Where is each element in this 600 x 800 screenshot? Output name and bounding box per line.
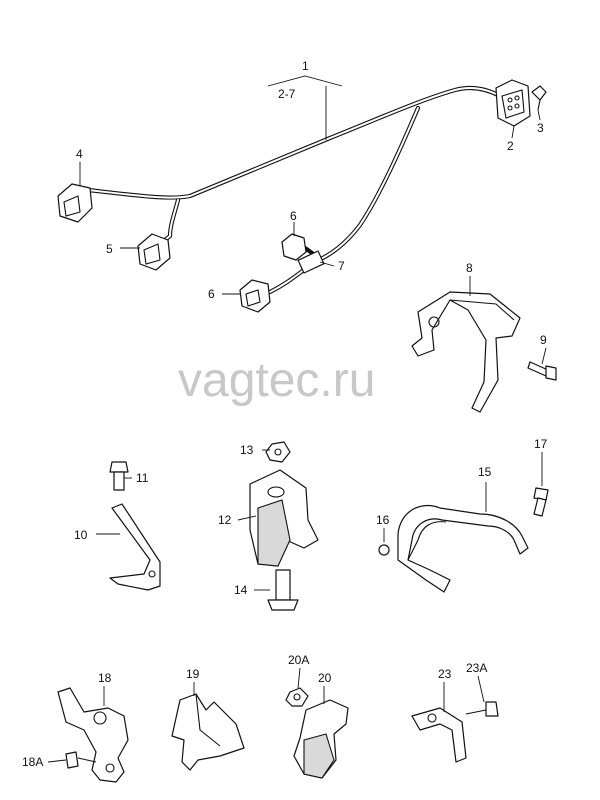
label-20: 20 (318, 671, 332, 685)
label-3: 3 (537, 121, 544, 135)
label-8: 8 (466, 261, 473, 275)
label-7: 7 (338, 259, 345, 273)
label-6-upper: 6 (290, 209, 297, 223)
screw-18a (65, 751, 97, 769)
label-13: 13 (240, 443, 254, 457)
bolt-14 (267, 569, 299, 611)
bracket-23 (411, 707, 467, 763)
label-23a: 23A (466, 661, 487, 675)
connector-6-lower (239, 279, 271, 313)
screw-17 (533, 487, 549, 517)
connector-6-upper (281, 233, 307, 261)
label-14: 14 (234, 583, 248, 597)
connector-4 (57, 183, 93, 223)
label-2: 2 (507, 139, 514, 153)
label-5: 5 (106, 242, 113, 256)
label-10: 10 (74, 528, 88, 542)
bracket-18 (57, 687, 129, 783)
label-1: 1 (302, 59, 309, 73)
label-23: 23 (438, 667, 452, 681)
clip-3 (531, 85, 547, 111)
watermark: vagtec.ru (178, 354, 375, 407)
washer-16 (378, 544, 390, 556)
bracket-10 (109, 503, 161, 591)
screw-23a (465, 701, 499, 717)
wire-clip (297, 250, 325, 274)
label-12: 12 (218, 513, 232, 527)
label-18a: 18A (22, 755, 43, 769)
label-1-range: 2-7 (278, 87, 296, 101)
label-6-lower: 6 (208, 287, 215, 301)
connector-5 (137, 233, 171, 271)
bracket-12 (249, 469, 319, 567)
leader-lines (47, 75, 547, 763)
label-11: 11 (136, 471, 149, 485)
label-18: 18 (98, 671, 112, 685)
label-16: 16 (376, 513, 390, 527)
label-17: 17 (534, 437, 548, 451)
label-20a: 20A (288, 653, 309, 667)
screw-11 (109, 461, 129, 491)
part-labels: 1 2-7 2 3 4 5 6 6 7 8 9 10 11 12 13 14 1… (22, 59, 548, 769)
connector-2 (495, 79, 531, 127)
bracket-8 (411, 291, 521, 413)
label-4: 4 (76, 147, 83, 161)
screw-9 (527, 361, 557, 381)
nut-20a (285, 687, 309, 707)
bracket-15 (397, 504, 529, 593)
label-9: 9 (540, 333, 547, 347)
label-15: 15 (478, 465, 492, 479)
label-19: 19 (186, 667, 200, 681)
bracket-19 (171, 693, 245, 771)
nut-13 (265, 441, 291, 463)
bracket-20 (293, 699, 349, 779)
